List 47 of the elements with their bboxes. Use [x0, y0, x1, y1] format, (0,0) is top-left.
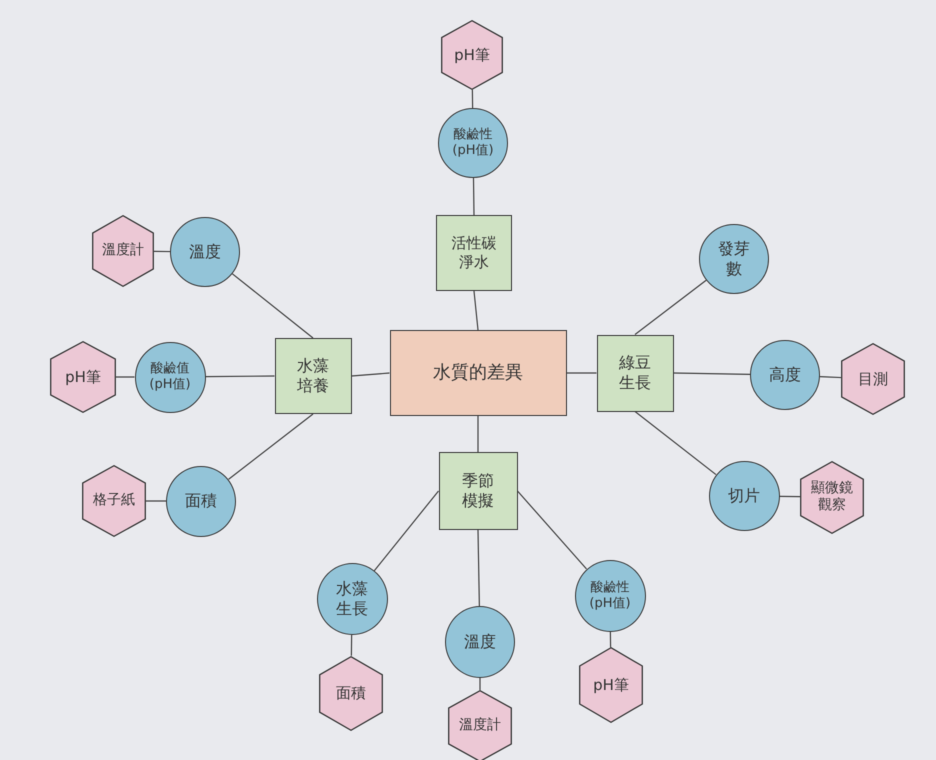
connector-line — [780, 496, 800, 498]
connector-line — [374, 490, 439, 572]
connector-line — [517, 490, 587, 570]
experiment-box: 季節模擬 — [438, 452, 518, 530]
connector-line — [479, 678, 481, 690]
connector-line — [477, 530, 480, 606]
connector-line — [206, 375, 274, 378]
variable-circle: 酸鹼值(pH值) — [134, 342, 206, 412]
connector-line — [610, 632, 612, 648]
connector-line — [154, 250, 170, 252]
tool-hexagon: 溫度計 — [92, 215, 154, 287]
variable-circle: 發芽數 — [699, 224, 769, 294]
connector-line — [351, 372, 390, 377]
connector-line — [477, 416, 479, 452]
connector-line — [228, 414, 314, 480]
variable-circle: 水藻生長 — [316, 563, 388, 635]
variable-circle: 酸鹼性(pH值) — [574, 560, 646, 632]
connector-line — [232, 273, 314, 338]
tool-hexagon: pH筆 — [50, 341, 116, 413]
connector-line — [472, 90, 474, 108]
experiment-box: 水藻培養 — [274, 338, 352, 414]
tool-hexagon: 顯微鏡觀察 — [800, 460, 864, 534]
connector-line — [350, 635, 352, 656]
experiment-box: 綠豆生長 — [596, 334, 674, 412]
tool-hexagon: pH筆 — [441, 20, 503, 90]
connector-line — [146, 500, 166, 502]
experiment-box: 活性碳淨水 — [436, 215, 512, 291]
main-topic-box: 水質的差異 — [390, 330, 566, 416]
variable-circle: 酸鹼性(pH值) — [438, 108, 508, 178]
connector-line — [116, 376, 134, 378]
connector-line — [634, 411, 716, 476]
connector-line — [634, 280, 707, 335]
tool-hexagon: 溫度計 — [448, 690, 512, 760]
variable-circle: 溫度 — [170, 217, 240, 287]
tool-hexagon: 目測 — [841, 343, 905, 415]
connector-line — [673, 372, 750, 375]
connector-line — [473, 290, 479, 330]
tool-hexagon: 格子紙 — [82, 465, 146, 537]
connector-line — [820, 376, 842, 378]
variable-circle: 溫度 — [445, 606, 515, 678]
connector-line — [566, 372, 596, 374]
tool-hexagon: 面積 — [319, 656, 383, 730]
connector-line — [472, 178, 475, 215]
variable-circle: 切片 — [708, 461, 780, 531]
variable-circle: 高度 — [750, 340, 820, 410]
variable-circle: 面積 — [166, 466, 236, 536]
tool-hexagon: pH筆 — [579, 647, 643, 723]
